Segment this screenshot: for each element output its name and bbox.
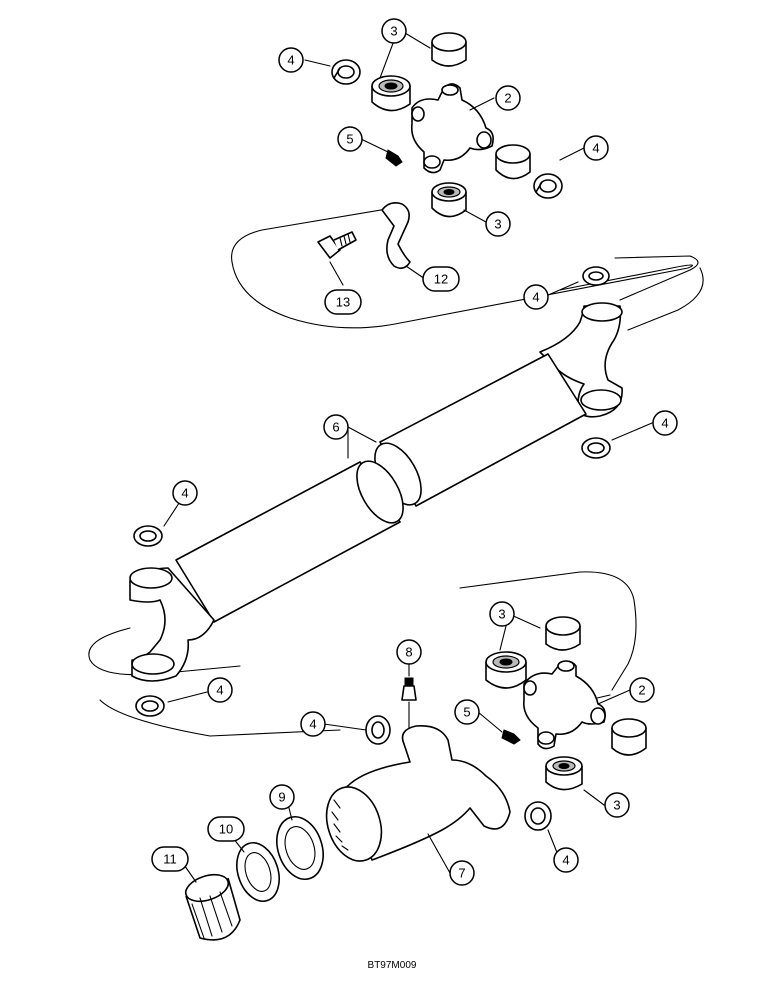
- dust-cap-icon: [184, 873, 241, 941]
- callout-label: 12: [434, 272, 448, 287]
- bearing-cup-icon: [545, 616, 581, 651]
- callout-label: 7: [458, 866, 465, 881]
- callout-label: 3: [390, 24, 397, 39]
- shaft-tube-icon: [175, 461, 401, 623]
- callout-label: 3: [613, 798, 620, 813]
- snap-ring-icon: [365, 715, 391, 745]
- figure-code: BT97M009: [368, 960, 417, 971]
- callout-label: 4: [532, 290, 539, 305]
- upper-enclosure-outline-2: [614, 255, 699, 301]
- callout-3: 3: [489, 601, 515, 627]
- lower-universal-joint: [365, 616, 647, 831]
- callout-13: 13: [324, 289, 362, 315]
- callout-6: 6: [323, 414, 349, 440]
- bolt-icon: [317, 231, 357, 259]
- needle-bearing-icon: [485, 651, 527, 689]
- callout-2: 2: [629, 677, 655, 703]
- bearing-cup-icon: [611, 718, 647, 756]
- callout-label: 3: [494, 217, 501, 232]
- callout-label: 13: [336, 295, 350, 310]
- callout-4: 4: [553, 847, 579, 873]
- callout-label: 8: [405, 645, 412, 660]
- callout-9: 9: [269, 784, 295, 810]
- bearing-cup-icon: [495, 144, 531, 180]
- snap-ring-icon: [533, 173, 563, 199]
- callout-label: 4: [661, 416, 668, 431]
- callout-label: 2: [504, 91, 511, 106]
- snap-ring-icon: [331, 59, 361, 85]
- callout-12: 12: [422, 266, 460, 292]
- callout-7: 7: [449, 860, 475, 886]
- callout-10: 10: [207, 816, 245, 842]
- snap-ring-icon: [524, 801, 552, 831]
- bearing-cup-icon: [431, 32, 467, 67]
- callout-5: 5: [337, 126, 363, 152]
- callout-3: 3: [485, 211, 511, 237]
- callout-4: 4: [278, 47, 304, 73]
- callout-4: 4: [172, 480, 198, 506]
- splined-washer-icon: [276, 816, 324, 880]
- callout-11: 11: [151, 846, 189, 872]
- needle-bearing-icon: [431, 182, 467, 218]
- callout-4: 4: [583, 135, 609, 161]
- slip-yoke-icon: [325, 724, 511, 862]
- callout-label: 10: [219, 822, 233, 837]
- callout-label: 9: [278, 790, 285, 805]
- callout-label: 5: [346, 132, 353, 147]
- splined-washer-icon: [236, 842, 280, 902]
- snap-ring-icon: [582, 266, 610, 286]
- callout-4: 4: [300, 711, 326, 737]
- callout-label: 4: [592, 141, 599, 156]
- snap-ring-icon: [581, 437, 611, 459]
- cross-spider-icon: [522, 660, 606, 750]
- driveshaft-tube-assembly: [129, 302, 623, 682]
- callout-label: 11: [163, 852, 177, 867]
- callout-label: 3: [498, 607, 505, 622]
- grease-fitting-icon: [385, 149, 403, 167]
- upper-enclosure-outline-3: [627, 267, 704, 331]
- cross-spider-icon: [410, 83, 494, 174]
- needle-bearing-icon: [371, 75, 411, 112]
- callout-8: 8: [396, 639, 422, 665]
- upper-universal-joint: [331, 32, 563, 218]
- callout-3: 3: [604, 792, 630, 818]
- callout-label: 2: [638, 683, 645, 698]
- grease-fitting-icon: [501, 729, 521, 745]
- callout-4: 4: [523, 284, 549, 310]
- strap-and-bolt: [317, 202, 411, 270]
- callout-3: 3: [381, 18, 407, 44]
- callout-label: 4: [287, 53, 294, 68]
- needle-bearing-icon: [545, 756, 583, 791]
- callout-label: 4: [562, 853, 569, 868]
- callout-label: 4: [216, 683, 223, 698]
- strap-icon: [381, 202, 411, 270]
- callout-4: 4: [652, 410, 678, 436]
- callout-label: 4: [181, 486, 188, 501]
- callout-4: 4: [207, 677, 233, 703]
- lower-enclosure-outline: [88, 571, 637, 737]
- upper-enclosure-outline: [231, 205, 693, 329]
- snap-ring-icon: [133, 525, 163, 547]
- callout-label: 4: [309, 717, 316, 732]
- callout-5: 5: [454, 699, 480, 725]
- callout-label: 5: [463, 705, 470, 720]
- callout-2: 2: [495, 85, 521, 111]
- callout-label: 6: [332, 420, 339, 435]
- snap-ring-icon: [135, 695, 165, 717]
